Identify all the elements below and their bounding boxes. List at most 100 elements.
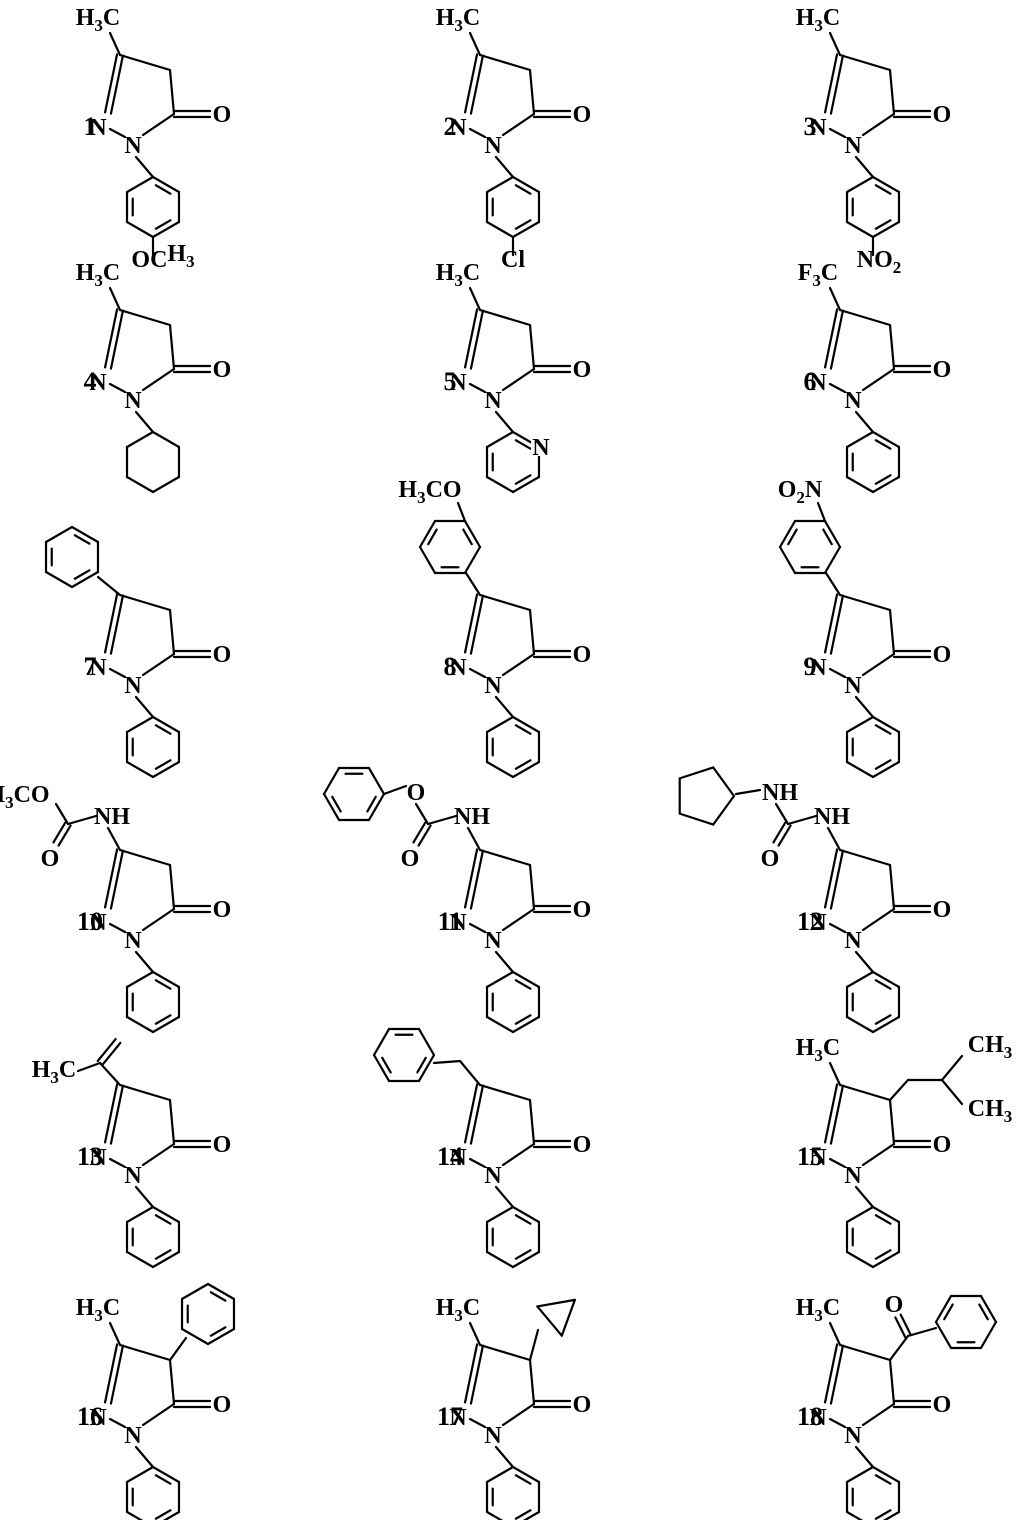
bond: [485, 970, 515, 989]
methyl-group: H3C: [796, 5, 841, 35]
bond: [979, 1294, 998, 1324]
carbonyl-oxygen: O: [213, 897, 232, 923]
bond: [151, 220, 181, 239]
bond: [823, 593, 839, 654]
carbonyl-oxygen: O: [573, 357, 592, 383]
bond: [528, 608, 536, 656]
methyl-group: H3C: [76, 260, 121, 290]
bond: [485, 1015, 515, 1034]
bond: [463, 519, 482, 549]
carbonyl-oxygen: O: [213, 1392, 232, 1418]
bond: [468, 1417, 487, 1429]
bond: [168, 68, 176, 116]
ring-nitrogen: N: [809, 655, 827, 681]
methoxy-group: OCH3: [131, 241, 194, 273]
bond: [331, 795, 342, 813]
bond: [134, 410, 155, 434]
bond: [511, 1015, 541, 1034]
ring-nitrogen: N: [844, 388, 862, 414]
bond: [514, 1214, 532, 1225]
bond: [134, 155, 155, 179]
urea-nh: NH: [762, 780, 798, 806]
bond: [828, 31, 842, 57]
bond: [514, 724, 532, 735]
bond: [463, 848, 479, 909]
bond: [838, 53, 892, 72]
bond: [528, 1098, 536, 1146]
bond: [125, 475, 155, 494]
bond: [118, 1083, 172, 1102]
bond: [838, 308, 892, 327]
bond: [823, 1343, 839, 1404]
bond: [874, 724, 892, 735]
bond: [934, 1294, 953, 1324]
bond: [934, 1320, 953, 1350]
bond: [125, 970, 155, 989]
bond: [141, 1142, 176, 1167]
methyl-group: H3C: [76, 5, 121, 35]
ring-nitrogen: N: [89, 910, 107, 936]
ring-nitrogen: N: [484, 1163, 502, 1189]
ring-nitrogen: N: [449, 1145, 467, 1171]
bond: [854, 1185, 875, 1209]
bond: [838, 1343, 892, 1362]
bond: [787, 528, 798, 546]
bond: [468, 667, 487, 679]
bond: [501, 1402, 536, 1427]
bond: [786, 814, 818, 826]
bond: [154, 1014, 172, 1025]
bond: [125, 430, 155, 449]
bond: [514, 979, 532, 990]
bond: [906, 1326, 938, 1338]
bond: [845, 715, 875, 734]
bond: [854, 950, 875, 974]
bond: [511, 970, 541, 989]
bond: [861, 112, 896, 137]
ring-nitrogen: N: [449, 115, 467, 141]
bond: [894, 1316, 907, 1339]
carbonyl-oxygen: O: [933, 642, 952, 668]
bond: [511, 220, 541, 239]
bond: [888, 323, 896, 371]
bond: [485, 1250, 515, 1269]
bond: [103, 848, 119, 909]
bond: [108, 31, 122, 57]
bond: [151, 1250, 181, 1269]
bond: [888, 68, 896, 116]
ring-nitrogen: N: [809, 115, 827, 141]
bond: [514, 1509, 532, 1520]
bond: [514, 1014, 532, 1025]
bond: [838, 593, 892, 612]
bond: [154, 979, 172, 990]
bond: [468, 286, 482, 312]
bond: [103, 1083, 119, 1144]
bond: [940, 1078, 964, 1106]
bond: [712, 794, 736, 826]
bond: [151, 715, 181, 734]
bond: [845, 1250, 875, 1269]
bond: [141, 367, 176, 392]
bond: [366, 795, 377, 813]
bond: [485, 1510, 504, 1520]
compound-number: 12: [797, 907, 823, 936]
bond: [103, 1343, 119, 1404]
bond: [828, 382, 847, 394]
bond: [118, 1343, 172, 1362]
bond: [828, 1321, 842, 1347]
bond: [501, 652, 536, 677]
bond: [528, 68, 536, 116]
bond: [888, 1334, 910, 1362]
ring-nitrogen: N: [844, 133, 862, 159]
bond: [322, 766, 341, 796]
compound-number: 3: [804, 112, 817, 141]
carbonyl-oxygen: O: [761, 846, 780, 872]
bond: [485, 175, 515, 194]
bond: [528, 863, 536, 911]
methoxy-group: H3CO: [0, 782, 50, 812]
bond: [44, 570, 74, 589]
bond: [874, 1509, 892, 1520]
bond: [96, 1038, 117, 1063]
bond: [151, 970, 181, 989]
bond: [854, 410, 875, 434]
